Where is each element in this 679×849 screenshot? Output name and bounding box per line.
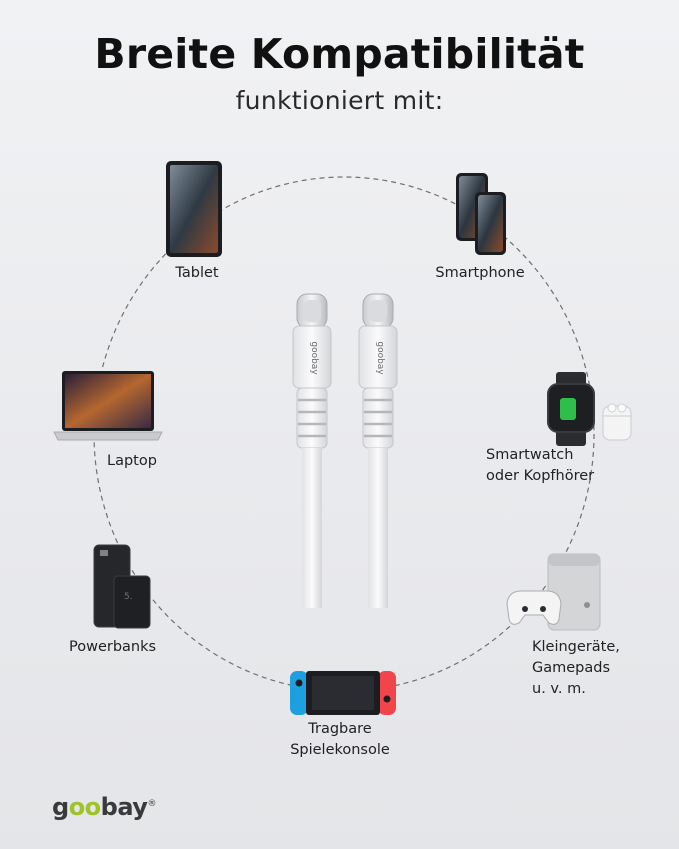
tablet-label: Tablet	[175, 265, 219, 281]
gamepad-icon	[506, 553, 601, 631]
console-icon	[290, 671, 396, 715]
page-subtitle: funktioniert mit:	[235, 86, 444, 115]
console-label-line2: Spielekonsole	[290, 742, 390, 758]
tablet-icon	[166, 161, 222, 257]
svg-text:goobay: goobay	[375, 341, 385, 375]
gamepad-label-line2: Gamepads	[532, 660, 611, 676]
logo-part-bay: bay	[100, 793, 148, 821]
smartwatch-label: Smartwatch oder Kopfhörer	[486, 445, 594, 487]
smartphone-icon	[456, 173, 506, 255]
smartphone-label: Smartphone	[435, 265, 525, 281]
powerbank-label: Powerbanks	[69, 639, 157, 655]
logo-part-g: g	[52, 793, 69, 821]
gamepad-label-line1: Kleingeräte,	[532, 639, 620, 655]
gamepad-label: Kleingeräte, Gamepads u. v. m.	[532, 637, 620, 700]
goobay-logo: goobay®	[52, 793, 156, 821]
laptop-label: Laptop	[107, 453, 157, 469]
svg-text:goobay: goobay	[309, 341, 319, 375]
console-label-line1: Tragbare	[308, 721, 372, 737]
powerbank-icon: 5.	[93, 544, 151, 629]
usb-c-cable-image: goobay goobay	[292, 293, 398, 608]
laptop-icon	[53, 371, 163, 441]
logo-registered-mark: ®	[147, 799, 156, 809]
logo-part-oo: oo	[68, 793, 101, 821]
gamepad-label-line3: u. v. m.	[532, 681, 586, 697]
page-title: Breite Kompatibilität	[94, 30, 585, 78]
smartwatch-icon	[547, 372, 632, 446]
svg-text:5.: 5.	[124, 592, 133, 602]
console-label: Tragbare Spielekonsole	[270, 719, 410, 761]
smartwatch-label-line1: Smartwatch	[486, 447, 574, 463]
smartwatch-label-line2: oder Kopfhörer	[486, 468, 595, 484]
